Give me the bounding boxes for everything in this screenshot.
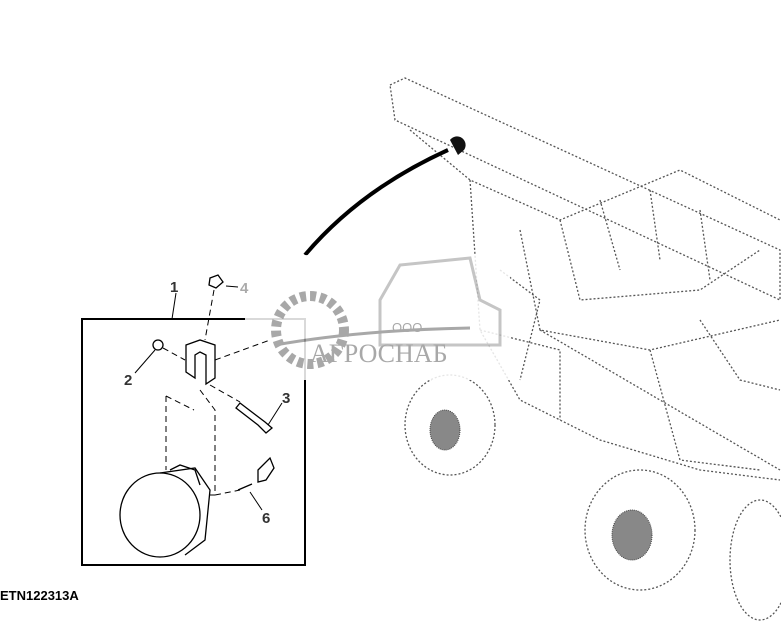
mounting-bracket (185, 339, 216, 386)
callout-4: 4 (240, 280, 249, 297)
callout-6: 6 (262, 510, 270, 527)
callout-3: 3 (282, 390, 290, 407)
callout-2: 2 (124, 372, 132, 389)
callout-1: 1 (170, 279, 178, 296)
nut-part-4 (208, 274, 224, 289)
bolt-part-3 (235, 402, 274, 434)
location-leader (303, 148, 449, 257)
connector-part-6 (237, 456, 275, 491)
detail-box (81, 318, 306, 566)
watermark-name: АГРОСНАБ (310, 339, 448, 368)
fog-light (119, 472, 201, 558)
wheel-hubs (429, 409, 653, 561)
watermark-logo: ООО АГРОСНАБ (245, 255, 510, 380)
assembly-lines (162, 289, 271, 496)
figure-id: ETN122313A (0, 588, 79, 603)
watermark-prefix: ООО (392, 320, 422, 335)
light-location-marker-icon (450, 136, 466, 155)
leader-lines (134, 285, 283, 511)
parts (119, 274, 275, 558)
nut-part-2 (152, 339, 164, 351)
